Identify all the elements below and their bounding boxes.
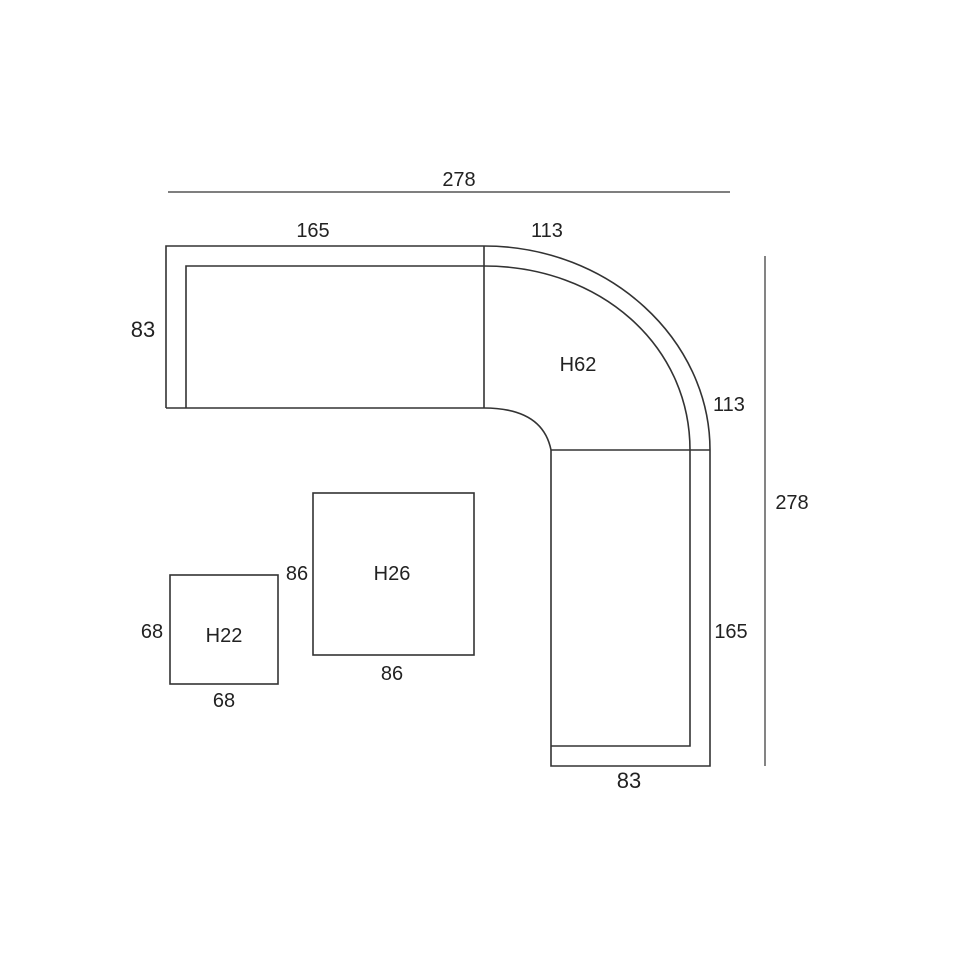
- corner-side-width-label: 113: [713, 394, 745, 416]
- coffee-table-height-label: H26: [374, 563, 411, 585]
- coffee-table-width-label: 86: [381, 663, 403, 685]
- side-table-depth-label: 68: [141, 621, 163, 643]
- corner-top-width-label: 113: [531, 220, 563, 242]
- coffee-table-depth-label: 86: [286, 563, 308, 585]
- left-section-backrest-line: [185, 265, 484, 408]
- left-sofa-section: [165, 245, 485, 409]
- left-section-outer-outline: [165, 245, 484, 408]
- corner-height-label: H62: [560, 354, 597, 376]
- right-section-outer-outline: [550, 450, 711, 767]
- side-table-height-label: H22: [206, 625, 243, 647]
- right-sofa-section: [550, 450, 711, 767]
- overall-width-label: 278: [442, 169, 475, 191]
- left-section-depth-label: 83: [131, 317, 155, 342]
- side-table-width-label: 68: [213, 690, 235, 712]
- corner-inner-curve: [483, 407, 552, 451]
- right-section-length-label: 165: [714, 621, 747, 643]
- overall-depth-label: 278: [775, 492, 808, 514]
- left-section-width-label: 165: [296, 220, 329, 242]
- coffee-table: [312, 492, 475, 656]
- corner-backrest-curve: [483, 265, 691, 451]
- side-table: [169, 574, 279, 685]
- corner-outer-curve: [483, 245, 711, 451]
- right-section-depth-label: 83: [617, 768, 641, 793]
- corner-sofa-section: [483, 245, 711, 451]
- right-section-backrest-line: [551, 450, 691, 747]
